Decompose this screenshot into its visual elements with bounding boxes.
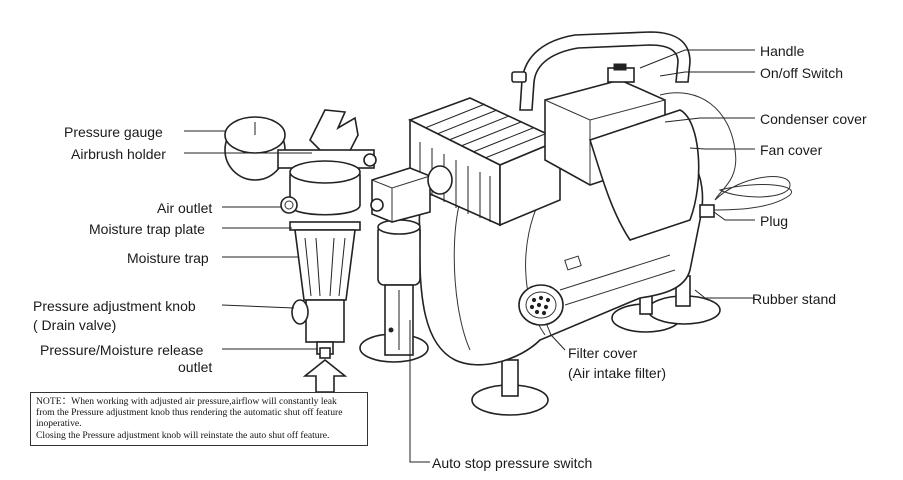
label-pressure-gauge: Pressure gauge xyxy=(64,124,163,140)
label-fan-cover: Fan cover xyxy=(760,142,823,158)
note-line-3: inoperative. xyxy=(36,418,82,430)
label-airbrush-holder: Airbrush holder xyxy=(71,146,166,162)
note-line-4: Closing the Pressure adjustment knob wil… xyxy=(36,429,330,441)
label-release-outlet-2: outlet xyxy=(178,359,213,375)
label-filter-cover: Filter cover xyxy=(568,345,638,361)
label-drain-valve: ( Drain valve) xyxy=(33,317,117,333)
label-auto-stop-switch: Auto stop pressure switch xyxy=(432,455,593,471)
label-pressure-adjustment-knob: Pressure adjustment knob xyxy=(33,298,196,314)
label-air-intake-filter: (Air intake filter) xyxy=(568,365,667,381)
label-air-outlet: Air outlet xyxy=(157,200,213,216)
filter-cover xyxy=(518,284,564,326)
outlet-fitting xyxy=(370,165,453,223)
leader-lines xyxy=(184,49,755,463)
label-moisture-trap: Moisture trap xyxy=(127,250,209,266)
label-rubber-stand: Rubber stand xyxy=(752,291,837,307)
label-release-outlet-1: Pressure/Moisture release xyxy=(40,342,204,358)
handle xyxy=(519,31,691,111)
auto-stop-switch xyxy=(377,219,421,356)
plug-shape xyxy=(699,204,715,218)
note-box: NOTE：When working with adjusted air pres… xyxy=(30,392,368,446)
condenser-fan-cover xyxy=(544,79,700,241)
cylinder-head xyxy=(407,97,562,227)
label-on-off-switch: On/off Switch xyxy=(760,65,844,81)
power-cord xyxy=(659,92,793,211)
note-line-1: NOTE：When working with adjusted air pres… xyxy=(36,396,337,407)
label-plug: Plug xyxy=(760,213,789,229)
label-handle: Handle xyxy=(760,43,805,59)
note-line-2: from the Pressure adjustment knob thus r… xyxy=(36,407,343,419)
compressor-illustration xyxy=(224,31,793,416)
rubber-stands xyxy=(359,275,721,416)
release-arrow xyxy=(302,358,348,393)
moisture-trap-assembly xyxy=(224,109,377,359)
label-moisture-trap-plate: Moisture trap plate xyxy=(89,221,205,237)
label-condenser-cover: Condenser cover xyxy=(760,111,867,127)
